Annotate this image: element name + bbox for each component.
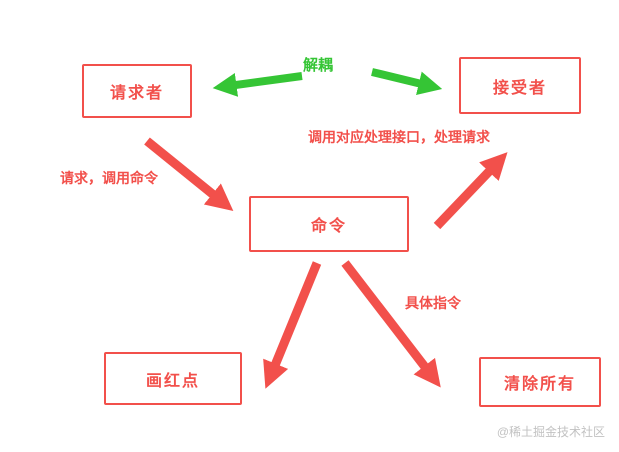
watermark: @稀土掘金技术社区 [496,425,605,439]
node-receiver: 接受者 [459,57,581,114]
decouple-arrow-to-receiver-icon [371,68,443,95]
node-draw-red-dot: 画红点 [104,352,242,405]
node-command: 命令 [249,196,409,252]
node-requester-label: 请求者 [109,85,164,102]
node-requester: 请求者 [82,64,192,118]
handle-request-label: 调用对应处理接口，处理请求 [308,129,490,145]
concrete-command-label: 具体指令 [405,295,461,311]
request-invoke-label: 请求，调用命令 [60,170,158,186]
decouple-arrow-to-requester-icon [212,72,303,97]
node-draw-red-dot-label: 画红点 [145,372,200,390]
node-clear-all: 清除所有 [479,357,601,407]
arrow-command-to-receiver-icon [433,152,508,230]
node-receiver-label: 接受者 [492,79,547,97]
arrow-requester-to-command-icon [144,137,234,211]
arrow-command-to-drawdot-icon [263,261,322,389]
node-clear-all-label: 清除所有 [503,376,576,393]
arrow-command-to-clearall-icon [341,260,441,388]
decouple-label: 解耦 [303,57,334,74]
node-command-label: 命令 [310,218,347,235]
